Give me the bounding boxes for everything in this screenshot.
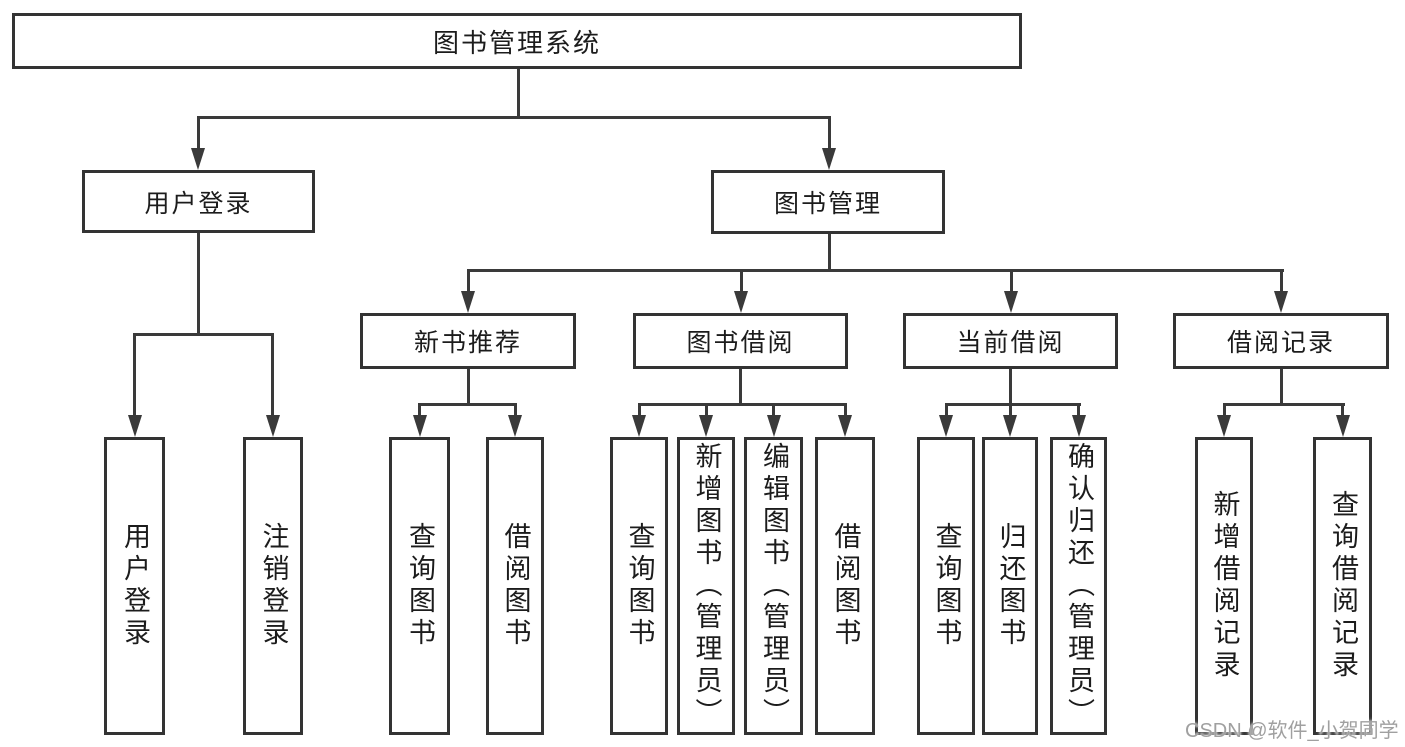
arrowhead-down-icon [508,415,522,437]
leaf-borrow-books-2: 借阅图书 [815,437,875,735]
arrowhead-down-icon [734,291,748,313]
arrowhead-down-icon [1335,415,1350,437]
arrowhead-down-icon [632,415,646,437]
connector-line-vertical [1341,404,1344,416]
leaf-query-books-1: 查询图书 [389,437,450,735]
connector-line-vertical [466,270,470,293]
connector-line-vertical [196,117,200,149]
node-borrow-records: 借阅记录 [1173,313,1389,369]
connector-line-vertical [1222,404,1226,416]
connector-line-vertical [1279,369,1283,406]
leaf-query-borrow-record-label: 查询借阅记录 [1328,490,1358,682]
connector-line-vertical [772,404,775,416]
node-root: 图书管理系统 [12,13,1022,69]
connector-line-horizontal [197,116,831,119]
leaf-borrow-books-2-label: 借阅图书 [830,522,861,650]
connector-line-horizontal [418,403,517,406]
leaf-add-book-admin: 新增图书（管理员） [677,437,735,735]
leaf-add-borrow-record: 新增借阅记录 [1195,437,1253,735]
leaf-query-books-3: 查询图书 [917,437,975,735]
leaf-return-book-label: 归还图书 [995,522,1026,650]
leaf-user-login-label: 用户登录 [120,522,150,650]
connector-line-vertical [637,404,641,416]
connector-line-vertical [827,117,831,149]
connector-line-horizontal [1222,403,1345,406]
arrowhead-down-icon [127,415,142,437]
connector-line-vertical [513,404,517,416]
connector-line-vertical [196,233,200,336]
connector-line-vertical [739,270,743,293]
connector-line-vertical [827,234,831,272]
connector-line-vertical [1077,404,1080,416]
connector-line-horizontal [637,403,847,406]
arrowhead-down-icon [822,148,836,170]
arrowhead-down-icon [461,291,475,313]
node-user-login: 用户登录 [82,170,315,233]
connector-line-vertical [1009,369,1012,406]
leaf-query-books-1-label: 查询图书 [405,522,435,650]
connector-line-vertical [1008,404,1012,416]
leaf-edit-book-admin: 编辑图书（管理员） [744,437,803,735]
leaf-query-borrow-record: 查询借阅记录 [1313,437,1372,735]
leaf-logout-label: 注销登录 [258,522,289,650]
arrowhead-down-icon [412,415,427,437]
arrowhead-down-icon [1003,415,1017,437]
node-borrow-records-label: 借阅记录 [1226,329,1335,357]
connector-line-vertical [843,404,847,416]
leaf-return-book: 归还图书 [982,437,1038,735]
connector-line-horizontal [944,403,1081,406]
connector-line-horizontal [466,269,1284,272]
leaf-confirm-return-admin-label: 确认归还（管理员） [1064,442,1094,730]
connector-line-vertical [704,404,708,416]
connector-line-vertical [739,369,742,406]
leaf-add-borrow-record-label: 新增借阅记录 [1209,490,1240,682]
connector-line-vertical [133,334,136,416]
csdn-watermark: CSDN @软件_小贺同学 [1185,720,1399,742]
arrowhead-down-icon [939,415,953,437]
connector-line-vertical [944,404,948,416]
connector-line-vertical [1009,270,1013,293]
arrowhead-down-icon [699,415,713,437]
node-current-borrow: 当前借阅 [903,313,1118,369]
node-book-borrow-label: 图书借阅 [686,329,795,357]
connector-line-vertical [271,334,274,416]
arrowhead-down-icon [766,415,781,437]
connector-line-vertical [418,404,421,416]
leaf-add-book-admin-label: 新增图书（管理员） [691,442,722,730]
arrowhead-down-icon [838,415,852,437]
arrowhead-down-icon [1071,415,1086,437]
connector-line-vertical [466,369,470,406]
arrowhead-down-icon [191,148,205,170]
node-new-book-recommend-label: 新书推荐 [413,329,522,357]
leaf-user-login: 用户登录 [104,437,165,735]
leaf-query-books-3-label: 查询图书 [931,522,962,650]
node-new-book-recommend: 新书推荐 [360,313,576,369]
leaf-query-books-2-label: 查询图书 [624,522,655,650]
node-root-label: 图书管理系统 [432,27,601,58]
node-current-borrow-label: 当前借阅 [956,329,1065,357]
arrowhead-down-icon [1274,291,1288,313]
arrowhead-down-icon [265,415,280,437]
arrowhead-down-icon [1004,291,1018,313]
leaf-query-books-2: 查询图书 [610,437,668,735]
node-user-login-label: 用户登录 [144,189,253,218]
leaf-borrow-books-1: 借阅图书 [486,437,544,735]
connector-line-vertical [1279,270,1283,293]
node-book-borrow: 图书借阅 [633,313,848,369]
node-book-management-label: 图书管理 [773,190,882,218]
node-book-management: 图书管理 [711,170,945,234]
leaf-logout: 注销登录 [243,437,303,735]
leaf-borrow-books-1-label: 借阅图书 [500,522,531,650]
connector-line-vertical [516,68,520,118]
leaf-confirm-return-admin: 确认归还（管理员） [1050,437,1107,735]
connector-line-horizontal [133,333,274,336]
arrowhead-down-icon [1217,415,1231,437]
leaf-edit-book-admin-label: 编辑图书（管理员） [759,442,789,730]
